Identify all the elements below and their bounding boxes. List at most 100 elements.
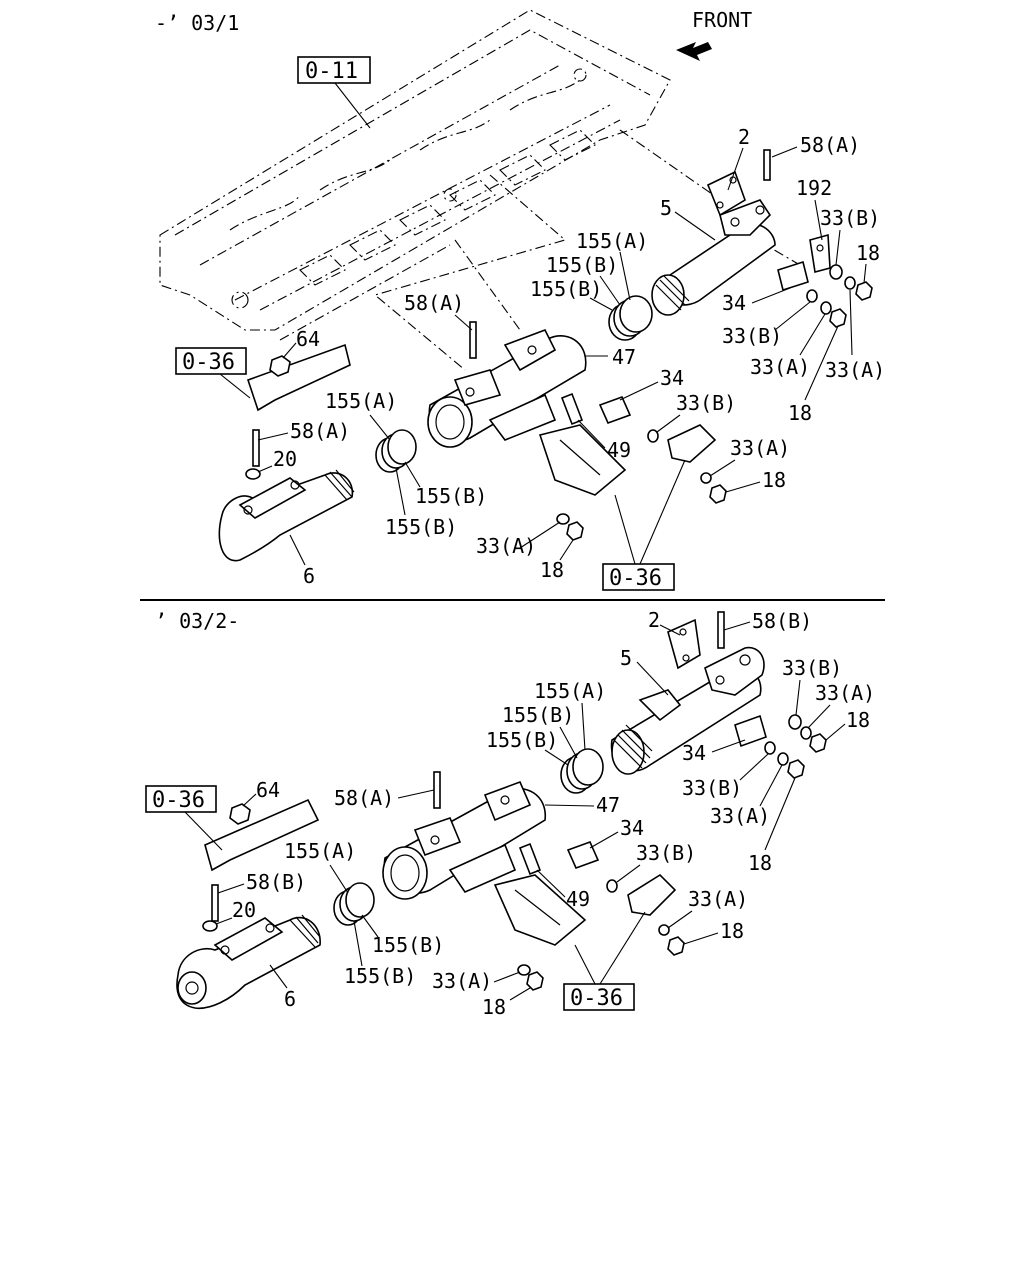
washer-33b xyxy=(606,879,618,893)
label-64-top: 64 xyxy=(296,327,320,351)
part-47-center-pipe xyxy=(382,780,546,900)
part-47-center-pipe xyxy=(427,328,587,448)
stud-58a xyxy=(763,149,771,181)
label-33a-top3: 33(A) xyxy=(730,436,790,460)
label-58b-bottom2: 58(B) xyxy=(246,870,306,894)
ref-box-0-36[interactable]: 0-36 xyxy=(602,563,675,591)
part-2-gasket xyxy=(706,170,746,217)
label-155b-bottom1: 155(B) xyxy=(502,703,574,727)
label-58a-top3: 58(A) xyxy=(290,419,350,443)
label-155a-bottom2: 155(A) xyxy=(284,839,356,863)
label-5-top: 5 xyxy=(660,196,672,220)
washer-33b xyxy=(764,741,776,755)
nut-18 xyxy=(667,936,685,956)
spacer-34 xyxy=(566,840,600,870)
svg-text:0-36: 0-36 xyxy=(182,350,235,375)
svg-text:0-36: 0-36 xyxy=(152,788,205,813)
label-5-bottom: 5 xyxy=(620,646,632,670)
washer-20 xyxy=(202,920,218,932)
label-155a-bottom1: 155(A) xyxy=(534,679,606,703)
bracket-0-36 xyxy=(246,343,351,412)
label-33b-top3: 33(B) xyxy=(676,391,736,415)
washer-33b xyxy=(647,429,659,443)
label-18-top3: 18 xyxy=(762,468,786,492)
label-58a-top1: 58(A) xyxy=(800,133,860,157)
label-47-top: 47 xyxy=(612,345,636,369)
label-6-top: 6 xyxy=(303,564,315,588)
label-33a-bottom4: 33(A) xyxy=(432,969,492,993)
label-64-bottom: 64 xyxy=(256,778,280,802)
label-6-bottom: 6 xyxy=(284,987,296,1011)
label-33a-top1: 33(A) xyxy=(750,355,810,379)
cylinder-head xyxy=(159,9,671,331)
label-155a-top1: 155(A) xyxy=(576,229,648,253)
label-155b-top3: 155(B) xyxy=(415,484,487,508)
label-18-bottom3: 18 xyxy=(720,919,744,943)
spacer-34 xyxy=(598,395,632,425)
washer-33b xyxy=(788,714,802,730)
label-20-bottom: 20 xyxy=(232,898,256,922)
stud-58b xyxy=(717,611,725,649)
label-33a-bottom1: 33(A) xyxy=(815,681,875,705)
label-33b-top2: 33(B) xyxy=(722,324,782,348)
label-155b-bottom4: 155(B) xyxy=(344,964,416,988)
section-label-top: -’ 03/1 xyxy=(155,11,239,35)
nut-18 xyxy=(829,308,847,328)
label-18-bottom1: 18 xyxy=(846,708,870,732)
label-18-top4: 18 xyxy=(540,558,564,582)
washer-33a xyxy=(820,301,832,315)
washer-33a xyxy=(844,276,856,290)
stud-49 xyxy=(560,392,584,426)
svg-text:0-11: 0-11 xyxy=(305,59,358,84)
label-34-bottom1: 34 xyxy=(682,741,706,765)
spacer-34 xyxy=(777,260,809,292)
part-5-rear-pipe xyxy=(651,199,776,316)
part-155-seal-rings xyxy=(560,748,604,794)
washer-33a xyxy=(700,472,712,484)
nut-64 xyxy=(229,803,251,825)
svg-text:0-36: 0-36 xyxy=(609,566,662,591)
label-33b-bottom3: 33(B) xyxy=(636,841,696,865)
label-18-bottom2: 18 xyxy=(748,851,772,875)
part-192-bracket xyxy=(809,233,831,274)
label-33a-top4: 33(A) xyxy=(476,534,536,558)
stud-58b xyxy=(211,884,219,922)
stud-49 xyxy=(518,842,542,876)
label-18-bottom4: 18 xyxy=(482,995,506,1019)
label-33b-bottom1: 33(B) xyxy=(782,656,842,680)
label-155b-bottom2: 155(B) xyxy=(486,728,558,752)
svg-text:0-36: 0-36 xyxy=(570,986,623,1011)
label-33b-bottom2: 33(B) xyxy=(682,776,742,800)
bracket-0-36 xyxy=(538,424,717,496)
label-155b-bottom3: 155(B) xyxy=(372,933,444,957)
part-155-seal-rings xyxy=(333,882,375,926)
label-34-top1: 34 xyxy=(722,291,746,315)
label-155b-top1: 155(B) xyxy=(546,253,618,277)
part-6-front-pipe xyxy=(176,914,321,1010)
ref-box-0-36[interactable]: 0-36 xyxy=(563,983,635,1011)
label-18-top2: 18 xyxy=(788,401,812,425)
label-58a-bottom1: 58(A) xyxy=(334,786,394,810)
label-2-bottom: 2 xyxy=(648,608,660,632)
label-155a-top2: 155(A) xyxy=(325,389,397,413)
stud-58a xyxy=(469,321,477,359)
washer-33a xyxy=(800,726,812,740)
part-6-front-pipe xyxy=(218,469,355,562)
bracket-0-36 xyxy=(204,798,320,872)
spacer-34 xyxy=(734,714,767,748)
nut-18 xyxy=(566,521,584,541)
bracket-0-36 xyxy=(493,873,677,946)
part-2-gasket xyxy=(667,618,701,670)
part-155-seal-rings xyxy=(608,295,653,341)
washer-33a xyxy=(517,964,531,976)
ref-box-0-36[interactable]: 0-36 xyxy=(175,347,247,375)
label-155b-top2: 155(B) xyxy=(530,277,602,301)
label-34-top2: 34 xyxy=(660,366,684,390)
nut-18 xyxy=(787,759,805,779)
nut-18 xyxy=(855,281,873,301)
section-label-bottom: ’ 03/2- xyxy=(155,609,239,633)
label-58a-top2: 58(A) xyxy=(404,291,464,315)
ref-box-0-36[interactable]: 0-36 xyxy=(145,785,217,813)
ref-box-0-11[interactable]: 0-11 xyxy=(297,56,371,84)
stud-58a xyxy=(252,429,260,467)
